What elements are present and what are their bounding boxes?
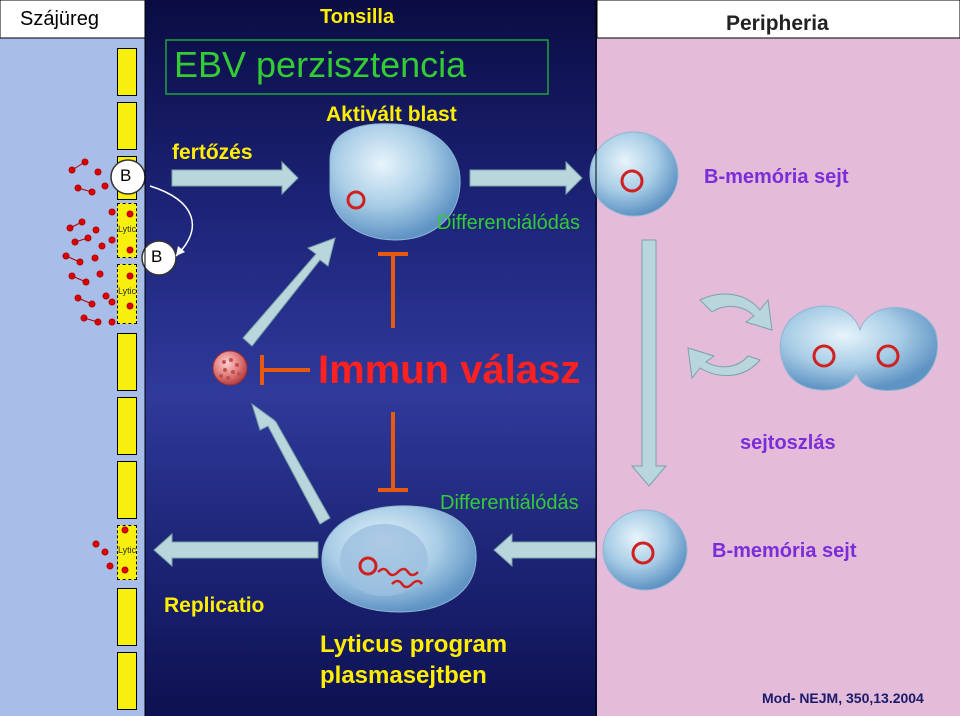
replication-label: Replicatio — [164, 594, 265, 617]
lytic-label: Lytic — [118, 224, 137, 234]
page-title: EBV perzisztencia — [174, 44, 467, 85]
epithelial-cell — [117, 102, 137, 150]
epithelial-cell — [117, 48, 137, 96]
activated-blast-label: Aktivált blast — [326, 103, 457, 126]
inhibition-left — [260, 355, 310, 385]
differentiation-top-label: Differenciálódás — [437, 212, 581, 234]
virus-particles — [62, 158, 134, 574]
epithelial-cell — [117, 461, 137, 519]
b-cell-label: B — [151, 247, 163, 266]
cycle-arrows — [687, 293, 773, 380]
b-cell-2 — [141, 240, 177, 276]
plasma-cell-label: plasmasejtben — [320, 662, 487, 689]
memory-b-cell-bottom — [602, 509, 688, 591]
infection-label: fertőzés — [172, 141, 253, 164]
citation: Mod- NEJM, 350,13.2004 — [762, 690, 924, 706]
inhibition-bottom — [378, 412, 408, 492]
arrow-to-plasma — [493, 532, 597, 568]
lytic-epithelial-cell — [117, 264, 137, 324]
immune-cell — [212, 350, 248, 386]
dividing-cell — [779, 305, 939, 391]
inhibition-top — [378, 252, 408, 328]
memory-b-bottom-label: B-memória sejt — [712, 540, 857, 562]
memory-b-cell-top — [589, 131, 679, 217]
arrow-to-memory — [469, 160, 583, 196]
lytic-label: Lytic — [118, 545, 137, 555]
arrow-down-memory — [630, 239, 668, 487]
differentiation-bottom-label: Differentiálódás — [440, 492, 579, 514]
lytic-program-label: Lyticus program — [320, 631, 508, 658]
lytic-label: Lytic — [118, 286, 137, 296]
arrow-diagonal-up — [242, 237, 336, 347]
lytic-epithelial-cell — [117, 525, 137, 580]
epithelial-cell — [117, 652, 137, 710]
epithelial-cell — [117, 588, 137, 646]
immune-response-label: Immun válasz — [318, 348, 581, 392]
oral-cavity-label: Szájüreg — [20, 8, 99, 30]
cell-division-label: sejtoszlás — [740, 432, 836, 454]
tonsil-label: Tonsilla — [320, 6, 395, 28]
periphery-label: Peripheria — [726, 12, 829, 35]
arrow-infection — [171, 160, 299, 196]
arrow-replication — [153, 532, 319, 568]
b-cell-label: B — [120, 166, 132, 185]
epithelial-cell — [117, 333, 137, 391]
plasma-cell — [321, 505, 477, 613]
epithelial-cell — [117, 397, 137, 455]
title-box — [165, 39, 549, 95]
activated-blast-cell — [329, 123, 461, 241]
arrow-diagonal-immune — [251, 402, 331, 525]
infection-arrow — [149, 185, 194, 257]
memory-b-top-label: B-memória sejt — [704, 166, 849, 188]
